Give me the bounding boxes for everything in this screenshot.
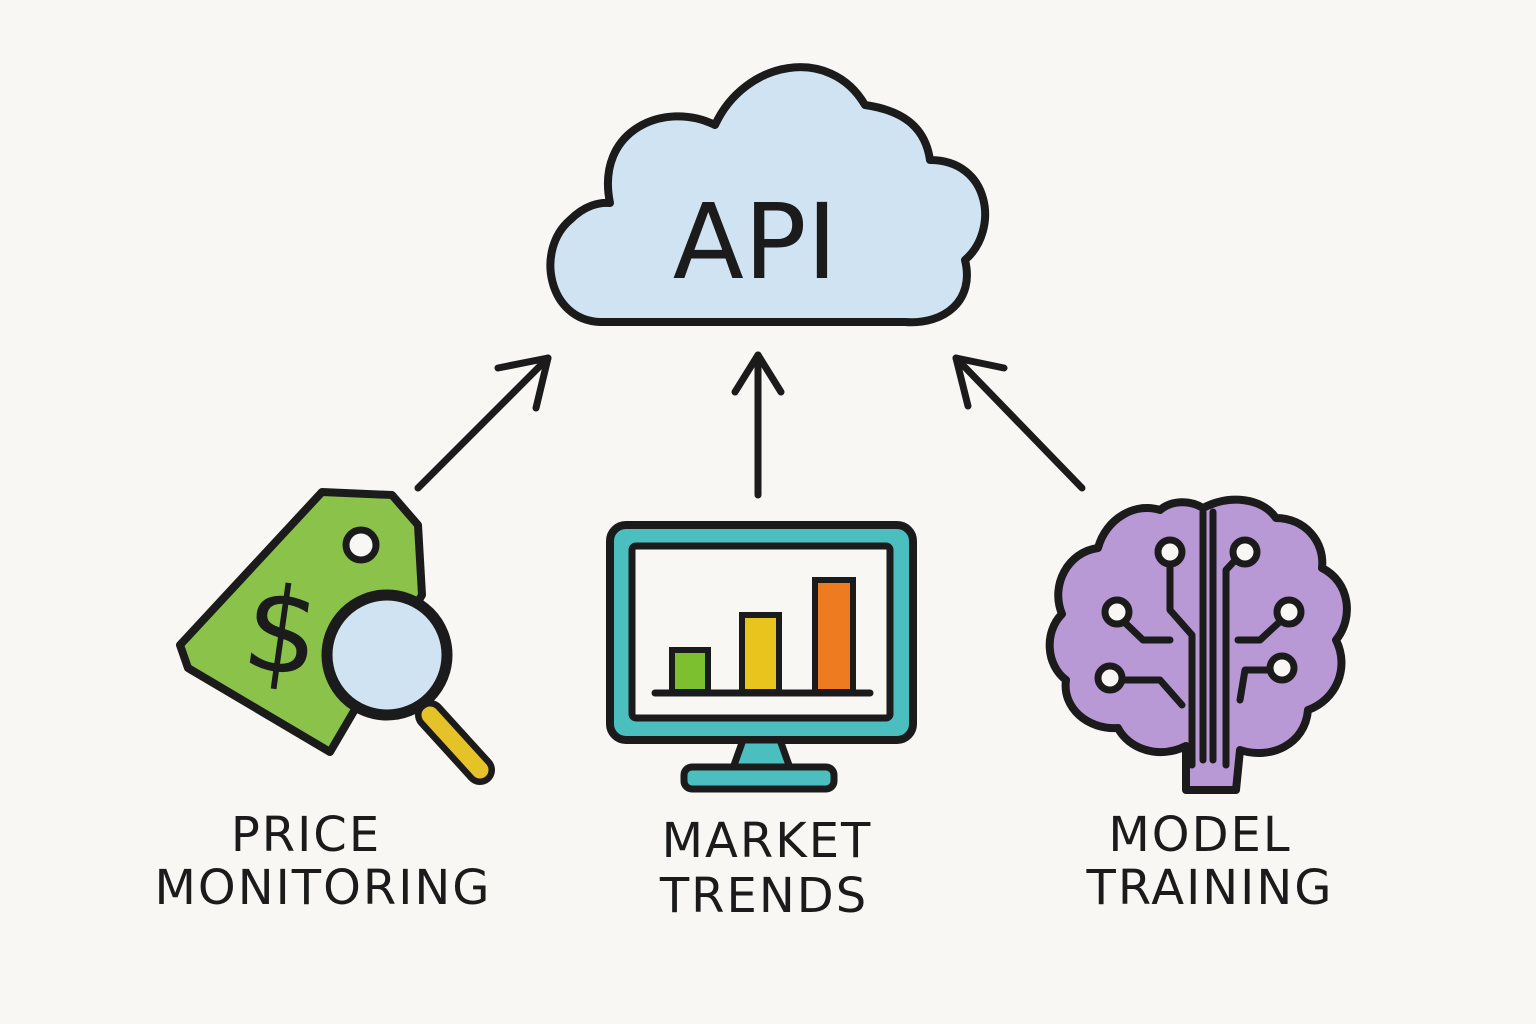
label-model-line2: TRAINING [1086,860,1334,916]
arrows [414,351,1086,499]
api-label: API [673,181,838,303]
chart-bar-small [669,647,711,695]
api-cloud: API [546,63,990,327]
label-price-line1: PRICE [231,807,381,863]
labels: PRICE MONITORING MARKET TRENDS MODEL TRA… [155,807,1334,924]
label-model-line1: MODEL [1108,807,1291,863]
circuit-nodes [1094,536,1305,694]
label-market-line1: MARKET [662,813,873,869]
cloud-shape-icon [546,63,990,327]
chart-bar-large [812,577,856,695]
label-price-line2: MONITORING [155,860,492,916]
circuit-brain-icon [1045,495,1351,794]
label-market-line2: TRENDS [659,868,868,924]
chart-bar-medium [739,612,782,695]
magnifier-icon [321,589,453,721]
arrow-left [414,354,552,492]
arrow-right [952,354,1086,492]
arrow-center [731,351,785,499]
monitor-bar-chart-icon [606,521,917,793]
price-tag-magnifier-icon: $ [176,488,495,785]
